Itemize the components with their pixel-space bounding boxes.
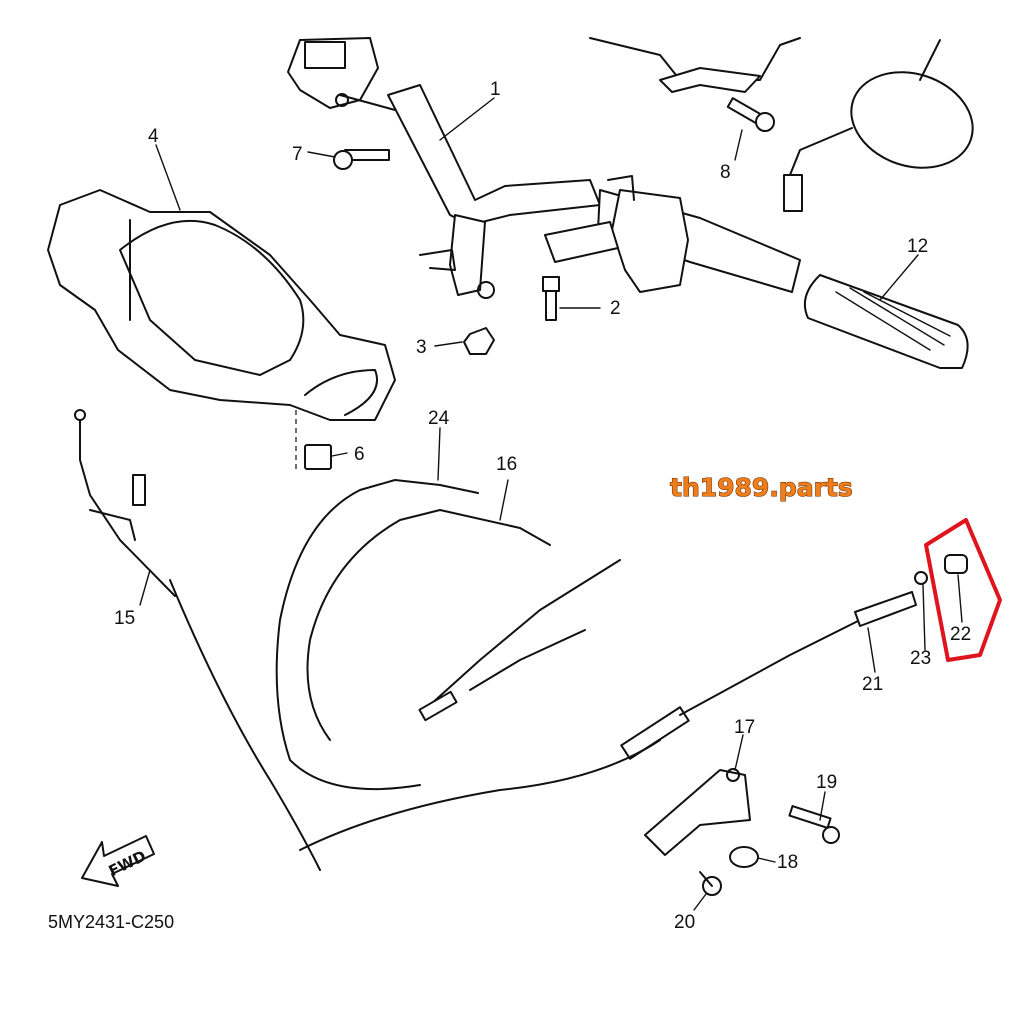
callout-12: 12: [907, 236, 928, 257]
fwd-arrow-icon: FWD: [81, 835, 155, 887]
bracket-17[interactable]: [644, 768, 751, 856]
handlebar[interactable]: [387, 84, 801, 299]
cowl-panel: [589, 37, 801, 93]
watermark-text: th1989.parts: [670, 473, 853, 502]
screw-7[interactable]: [333, 149, 390, 170]
handlebar-grip[interactable]: [804, 274, 969, 369]
callout-8: 8: [720, 162, 731, 183]
callout-7: 7: [292, 144, 303, 165]
callout-20: 20: [674, 912, 695, 933]
bolt-19[interactable]: [788, 805, 840, 844]
callout-16: 16: [496, 454, 517, 475]
handlebar-cover[interactable]: [47, 189, 396, 421]
master-cylinder: [287, 37, 396, 111]
callout-17: 17: [734, 717, 755, 738]
switch-housing: [544, 175, 689, 293]
callout-3: 3: [416, 337, 427, 358]
callout-15: 15: [114, 608, 135, 629]
screw-20[interactable]: [699, 871, 722, 896]
bolt-2[interactable]: [542, 276, 560, 321]
callout-24: 24: [428, 408, 450, 429]
screw-8[interactable]: [726, 97, 775, 132]
diagram-code: 5MY2431-C250: [48, 912, 174, 932]
callout-4: 4: [148, 126, 159, 147]
washer-23[interactable]: [914, 571, 928, 585]
cable-16[interactable]: [306, 509, 551, 741]
callout-23: 23: [910, 648, 931, 669]
callout-18: 18: [777, 852, 798, 873]
callout-6: 6: [354, 444, 365, 465]
cable-24[interactable]: [275, 479, 479, 791]
rear-view-mirror[interactable]: [783, 39, 985, 212]
callout-19: 19: [816, 772, 837, 793]
callout-2: 2: [610, 298, 621, 319]
adjuster-22[interactable]: [944, 554, 968, 574]
nut-3[interactable]: [463, 327, 495, 355]
cover-clip[interactable]: [295, 410, 332, 470]
highlight-frame: [924, 518, 1002, 662]
leader-lines: [139, 97, 963, 911]
damper-18[interactable]: [729, 846, 759, 868]
cable-21[interactable]: [299, 559, 917, 851]
callout-21: 21: [862, 674, 883, 695]
cable-15[interactable]: [74, 409, 321, 871]
callout-22: 22: [950, 624, 971, 645]
callout-1: 1: [490, 79, 501, 100]
